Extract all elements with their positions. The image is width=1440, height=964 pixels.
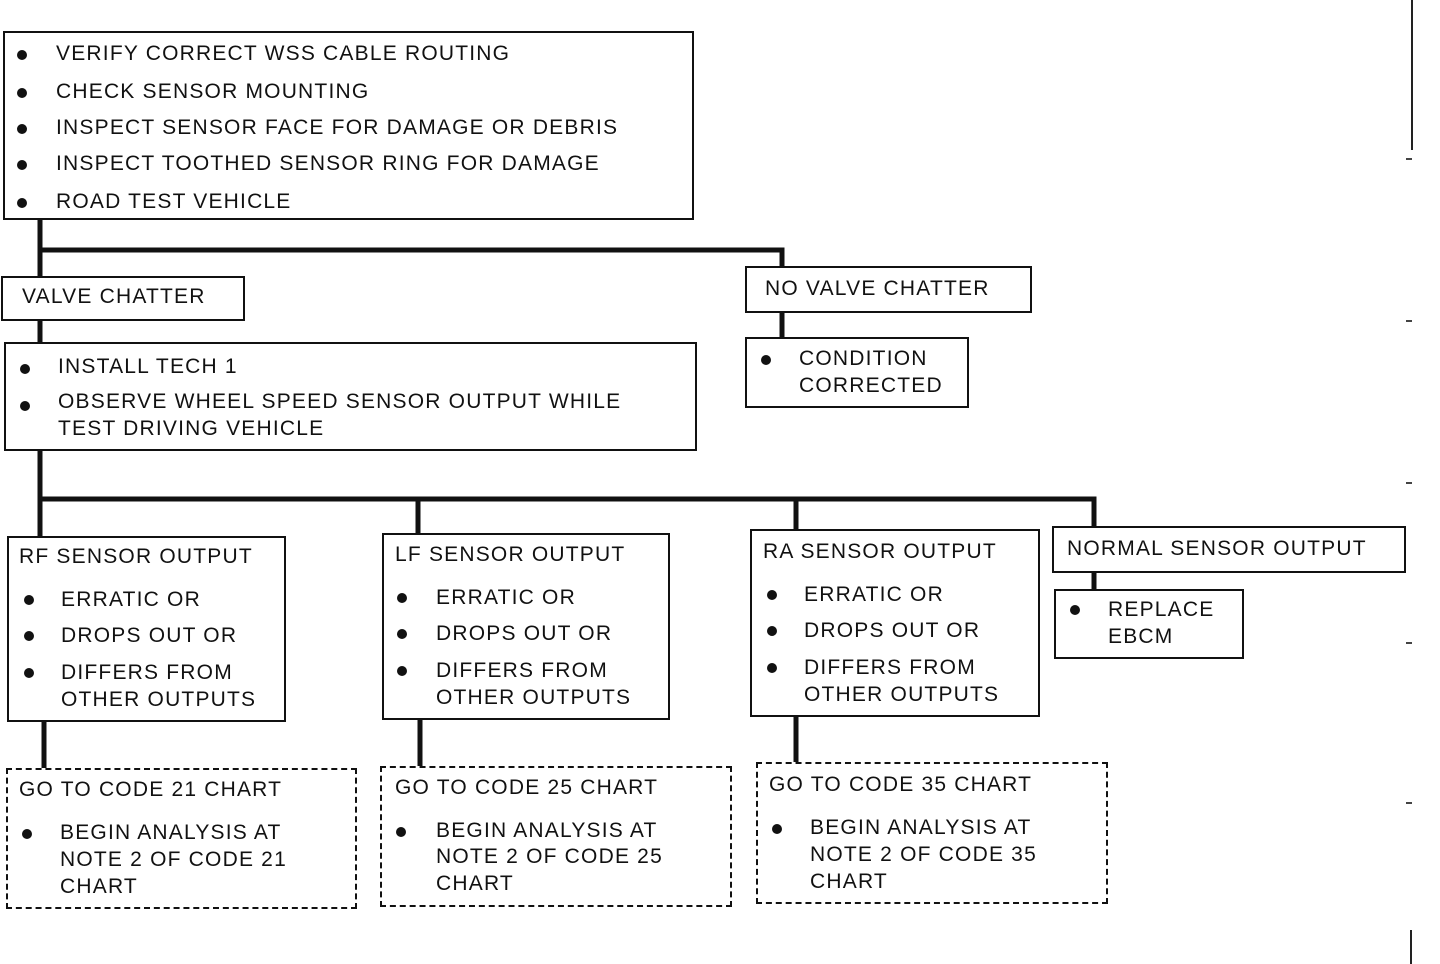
bullet-icon [17,198,27,208]
ra-item-1: ERRATIC OR [804,583,944,606]
replace-ebcm-box: REPLACE EBCM [1054,589,1244,659]
code-25-line-3: CHART [436,872,514,895]
code-25-box: GO TO CODE 25 CHART BEGIN ANALYSIS AT NO… [380,766,732,907]
bullet-icon [24,595,34,605]
tech1-item-2-cont: TEST DRIVING VEHICLE [58,417,325,440]
bullet-icon [767,626,777,636]
bullet-icon [772,824,782,834]
code-21-box: GO TO CODE 21 CHART BEGIN ANALYSIS AT NO… [6,768,357,909]
top-item-4: INSPECT TOOTHED SENSOR RING FOR DAMAGE [56,152,600,175]
lf-sensor-box: LF SENSOR OUTPUT ERRATIC OR DROPS OUT OR… [382,533,670,720]
code-21-line-3: CHART [60,875,138,898]
normal-sensor-output-box: NORMAL SENSOR OUTPUT [1052,526,1406,573]
tech1-box: INSTALL TECH 1 OBSERVE WHEEL SPEED SENSO… [4,342,697,451]
ra-sensor-box: RA SENSOR OUTPUT ERRATIC OR DROPS OUT OR… [750,529,1040,717]
page-edge-line [1411,0,1413,150]
ra-item-2: DROPS OUT OR [804,619,981,642]
bullet-icon [397,593,407,603]
no-valve-chatter-box: NO VALVE CHATTER [745,266,1032,313]
code-25-line-1: BEGIN ANALYSIS AT [436,819,658,842]
rf-item-3-cont: OTHER OUTPUTS [61,688,257,711]
bullet-icon [767,590,777,600]
edge-tick [1406,158,1412,160]
bullet-icon [17,160,27,170]
code-25-title: GO TO CODE 25 CHART [395,776,659,799]
ra-item-3: DIFFERS FROM [804,656,976,679]
top-checklist-box: VERIFY CORRECT WSS CABLE ROUTING CHECK S… [3,31,694,220]
bullet-icon [396,827,406,837]
top-item-2: CHECK SENSOR MOUNTING [56,80,370,103]
rf-item-2: DROPS OUT OR [61,624,238,647]
top-item-5: ROAD TEST VEHICLE [56,190,292,213]
code-35-box: GO TO CODE 35 CHART BEGIN ANALYSIS AT NO… [756,762,1108,904]
bullet-icon [1070,605,1080,615]
condition-line-2: CORRECTED [799,374,943,397]
bullet-icon [17,50,27,60]
code-35-line-2: NOTE 2 OF CODE 35 [810,843,1037,866]
edge-tick [1406,802,1412,804]
code-21-line-2: NOTE 2 OF CODE 21 [60,848,287,871]
code-35-line-1: BEGIN ANALYSIS AT [810,816,1032,839]
connector-branch-1 [40,247,785,268]
replace-ebcm-line-2: EBCM [1108,625,1174,648]
code-35-title: GO TO CODE 35 CHART [769,773,1033,796]
page-edge-line-bottom [1410,930,1412,964]
bullet-icon [22,829,32,839]
condition-line-1: CONDITION [799,347,928,370]
bullet-icon [24,668,34,678]
bullet-icon [24,631,34,641]
edge-tick [1406,320,1412,322]
bullet-icon [17,124,27,134]
edge-tick [1406,642,1412,644]
lf-sensor-title: LF SENSOR OUTPUT [395,543,626,566]
lf-item-1: ERRATIC OR [436,586,576,609]
top-item-1: VERIFY CORRECT WSS CABLE ROUTING [56,42,511,65]
rf-sensor-box: RF SENSOR OUTPUT ERRATIC OR DROPS OUT OR… [7,536,286,722]
no-valve-chatter-label: NO VALVE CHATTER [765,277,990,300]
bullet-icon [761,355,771,365]
top-item-3: INSPECT SENSOR FACE FOR DAMAGE OR DEBRIS [56,116,619,139]
lf-item-3-cont: OTHER OUTPUTS [436,686,632,709]
bullet-icon [767,663,777,673]
replace-ebcm-line-1: REPLACE [1108,598,1215,621]
lf-item-3: DIFFERS FROM [436,659,608,682]
ra-item-3-cont: OTHER OUTPUTS [804,683,1000,706]
code-21-line-1: BEGIN ANALYSIS AT [60,821,282,844]
connector-branch-2 [40,496,1097,527]
bullet-icon [20,401,30,411]
ra-sensor-title: RA SENSOR OUTPUT [763,540,997,563]
normal-sensor-output-label: NORMAL SENSOR OUTPUT [1067,537,1367,560]
tech1-item-1: INSTALL TECH 1 [58,355,238,378]
rf-item-1: ERRATIC OR [61,588,201,611]
valve-chatter-label: VALVE CHATTER [22,285,206,308]
valve-chatter-box: VALVE CHATTER [1,276,245,321]
code-35-line-3: CHART [810,870,888,893]
rf-item-3: DIFFERS FROM [61,661,233,684]
bullet-icon [397,629,407,639]
tech1-item-2: OBSERVE WHEEL SPEED SENSOR OUTPUT WHILE [58,390,622,413]
code-25-line-2: NOTE 2 OF CODE 25 [436,845,663,868]
bullet-icon [20,364,30,374]
lf-item-2: DROPS OUT OR [436,622,613,645]
bullet-icon [17,88,27,98]
rf-sensor-title: RF SENSOR OUTPUT [19,545,253,568]
condition-corrected-box: CONDITION CORRECTED [745,337,969,408]
code-21-title: GO TO CODE 21 CHART [19,778,283,801]
edge-tick [1406,482,1412,484]
bullet-icon [397,666,407,676]
